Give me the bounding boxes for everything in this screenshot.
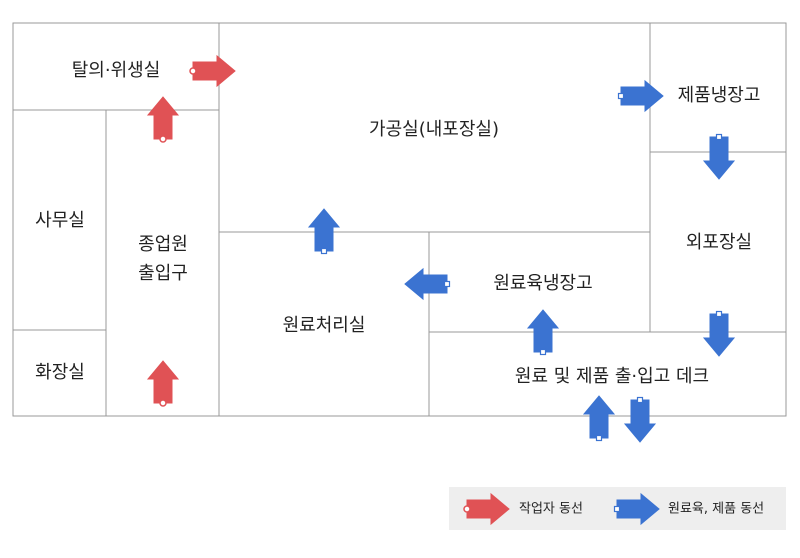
material-arrow-inbound [583,395,615,442]
label-processing-room: 가공실(내포장실) [369,119,499,140]
material-arrow-cold-to-outer [703,133,735,180]
material-arrow-dock-to-raw-cold [527,309,559,356]
legend-material-arrow-icon [613,493,660,525]
material-arrow-to-processing [308,208,340,255]
worker-arrow-up-to-dressing [147,96,179,143]
label-product-cold-storage: 제품냉장고 [678,85,761,106]
material-flow-arrows [308,80,735,443]
label-office: 사무실 [35,210,85,231]
label-worker-entrance-2: 출입구 [138,263,188,284]
label-outer-packing: 외포장실 [686,232,752,253]
material-arrow-to-raw-processing [404,268,451,300]
worker-flow-arrows [147,55,236,407]
material-arrow-outbound [624,396,656,443]
legend: 작업자 동선 원료육, 제품 동선 [449,487,786,530]
material-arrow-outer-to-dock [703,310,735,357]
worker-arrow-to-processing [189,55,236,87]
label-dressing-sanitation: 탈의·위생실 [72,60,161,81]
legend-material-flow: 원료육, 제품 동선 [668,502,764,517]
outer-wall [12,22,787,417]
label-raw-material-processing: 원료처리실 [283,315,366,336]
legend-worker-arrow-icon [463,493,510,525]
label-restroom: 화장실 [35,362,85,383]
worker-arrow-entrance [147,360,179,407]
material-arrow-to-product-cold [617,80,664,112]
label-raw-meat-cold-storage: 원료육냉장고 [493,273,592,294]
label-loading-dock: 원료 및 제품 출·입고 데크 [515,366,709,387]
label-worker-entrance-1: 종업원 [138,234,188,255]
walls [12,22,787,417]
room-labels: 탈의·위생실 가공실(내포장실) 제품냉장고 사무실 종업원 출입구 외포장실 … [35,60,760,387]
legend-worker-flow: 작업자 동선 [519,502,583,517]
